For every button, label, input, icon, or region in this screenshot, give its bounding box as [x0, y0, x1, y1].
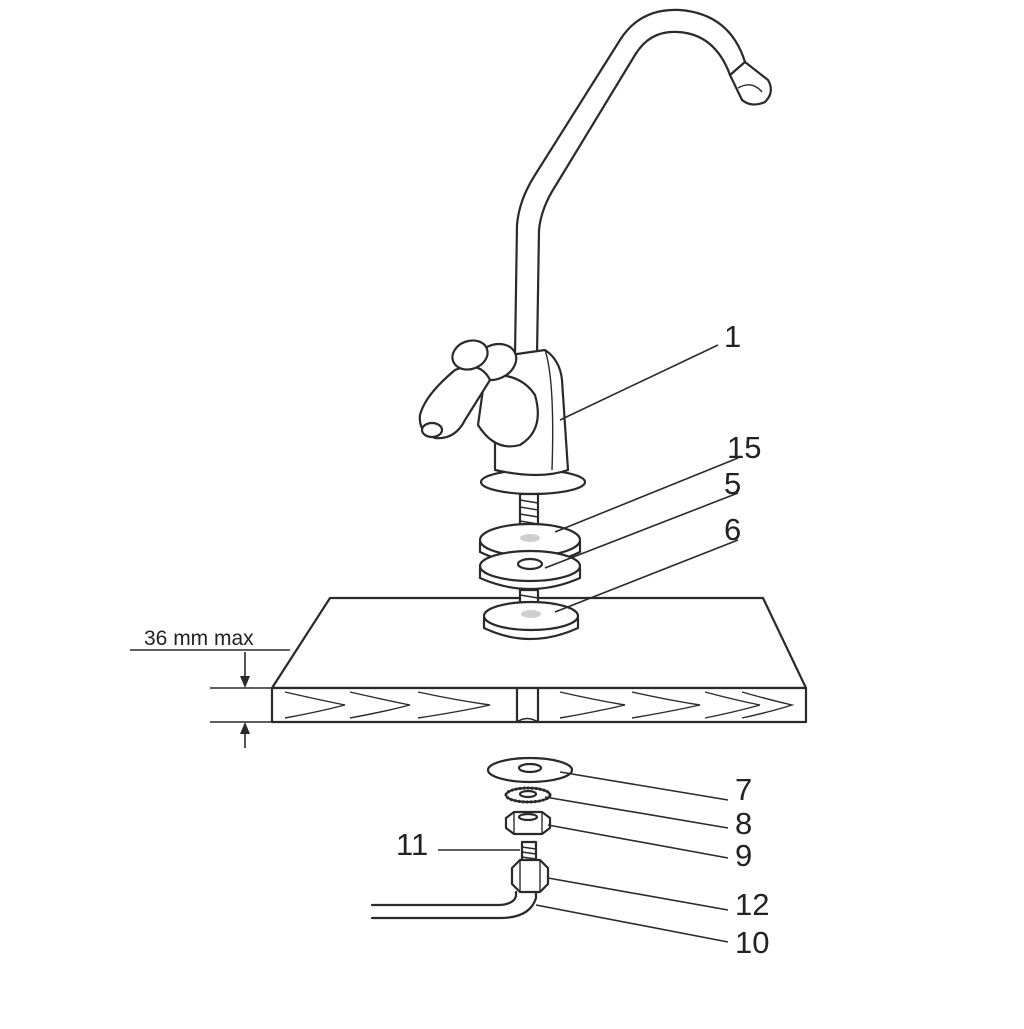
leader-15 — [554, 457, 739, 533]
leader-10 — [535, 904, 729, 943]
part-label-6: 6 — [724, 512, 741, 547]
faucet-body — [418, 8, 772, 496]
valve-cylinder — [476, 373, 539, 448]
leader-8 — [544, 796, 729, 829]
lever-tip — [420, 421, 444, 439]
washer-7 — [486, 756, 574, 784]
part-label-11: 11 — [396, 827, 428, 862]
spout-tip — [728, 60, 772, 106]
leader-1 — [559, 344, 719, 421]
lever-knob — [451, 339, 489, 371]
dimension-label: 36 mm max — [144, 627, 254, 650]
lock-washer-8 — [504, 786, 552, 804]
tubing-10 — [370, 890, 538, 920]
leader-5 — [544, 492, 739, 569]
countertop — [270, 596, 808, 724]
part-labels: 1 15 5 6 7 8 9 11 12 10 — [396, 319, 769, 960]
part-label-10: 10 — [735, 925, 769, 960]
washer-6 — [482, 600, 580, 641]
wood-grain — [284, 691, 795, 719]
leader-6 — [554, 539, 739, 613]
countertop-hole-slot — [515, 686, 540, 724]
part-label-12: 12 — [735, 887, 769, 922]
part-label-9: 9 — [735, 838, 752, 873]
lever-handle — [418, 365, 492, 440]
hex-nut-9 — [504, 810, 552, 836]
thickness-dimension: 36 mm max — [130, 627, 290, 748]
washer-5 — [478, 549, 582, 591]
part-label-15: 15 — [727, 430, 761, 465]
compression-nut-12 — [510, 858, 550, 894]
leader-7 — [559, 771, 729, 801]
leader-9 — [547, 824, 729, 859]
leader-12 — [547, 877, 729, 911]
part-label-5: 5 — [724, 466, 741, 501]
part-label-8: 8 — [735, 806, 752, 841]
leader-lines — [438, 344, 739, 943]
part-label-7: 7 — [735, 772, 752, 807]
part-label-1: 1 — [724, 319, 741, 354]
